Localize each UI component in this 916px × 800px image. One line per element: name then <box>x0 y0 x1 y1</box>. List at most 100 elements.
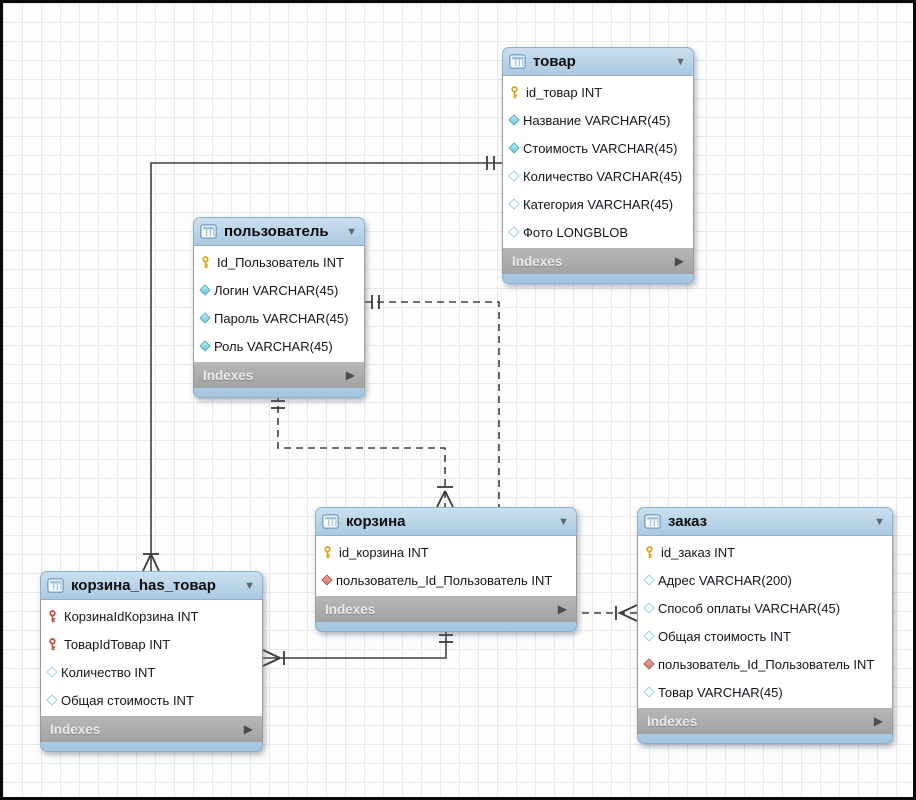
column-row[interactable]: КорзинаIdКорзина INT <box>41 602 262 630</box>
expand-arrow-icon[interactable]: ▶ <box>873 714 883 728</box>
table-korzina[interactable]: корзина ▼ id_корзина INT пользователь_Id_… <box>315 507 577 632</box>
table-icon <box>509 54 526 69</box>
table-bottom-strip <box>40 742 263 752</box>
table-header[interactable]: пользователь ▼ <box>193 217 365 246</box>
column-row[interactable]: Способ оплаты VARCHAR(45) <box>638 594 892 622</box>
primary-foreign-key-icon <box>46 637 59 651</box>
column-row[interactable]: Товар VARCHAR(45) <box>638 678 892 706</box>
table-bottom-strip <box>193 388 365 398</box>
nullable-diamond-icon <box>508 198 520 210</box>
column-row[interactable]: id_товар INT <box>503 78 693 106</box>
table-korzina-has-tovar[interactable]: корзина_has_товар ▼ КорзинаIdКорзина INT… <box>40 571 263 752</box>
table-header[interactable]: заказ ▼ <box>637 507 893 536</box>
column-text: пользователь_Id_Пользователь INT <box>336 572 553 588</box>
expand-arrow-icon[interactable]: ▶ <box>557 602 567 616</box>
indexes-footer[interactable]: Indexes ▶ <box>315 596 577 622</box>
indexes-label: Indexes <box>50 721 101 737</box>
column-row[interactable]: Роль VARCHAR(45) <box>194 332 364 360</box>
notnull-diamond-icon <box>508 114 520 126</box>
nullable-diamond-icon <box>46 666 58 678</box>
column-row[interactable]: ТоварIdТовар INT <box>41 630 262 658</box>
column-row[interactable]: Пароль VARCHAR(45) <box>194 304 364 332</box>
column-row[interactable]: Количество VARCHAR(45) <box>503 162 693 190</box>
notnull-diamond-icon <box>199 284 211 296</box>
nullable-diamond-icon <box>508 170 520 182</box>
relationship-tovar-korzina_has_tovar[interactable] <box>142 156 502 572</box>
relationship-wires <box>142 156 638 667</box>
column-row[interactable]: Id_Пользователь INT <box>194 248 364 276</box>
column-row[interactable]: Количество INT <box>41 658 262 686</box>
expand-arrow-icon[interactable]: ▶ <box>243 722 253 736</box>
column-row[interactable]: Логин VARCHAR(45) <box>194 276 364 304</box>
table-polzovatel[interactable]: пользователь ▼ Id_Пользователь INT Логин … <box>193 217 365 398</box>
table-tovar[interactable]: товар ▼ id_товар INT Название VARCHAR(45)… <box>502 47 694 284</box>
primary-key-icon <box>199 255 212 269</box>
relationship-korzina-korzina_has_tovar[interactable] <box>262 628 453 667</box>
column-text: Id_Пользователь INT <box>217 254 344 270</box>
table-icon <box>644 514 661 529</box>
nullable-diamond-icon <box>643 602 655 614</box>
expand-arrow-icon[interactable]: ▶ <box>674 254 684 268</box>
indexes-label: Indexes <box>647 713 698 729</box>
table-bottom-strip <box>502 274 694 284</box>
nullable-diamond-icon <box>643 574 655 586</box>
primary-key-icon <box>321 545 334 559</box>
column-text: Количество INT <box>61 664 156 680</box>
expand-arrow-icon[interactable]: ▶ <box>345 368 355 382</box>
column-text: ТоварIdТовар INT <box>64 636 171 652</box>
column-text: Категория VARCHAR(45) <box>523 196 674 212</box>
column-row[interactable]: Категория VARCHAR(45) <box>503 190 693 218</box>
column-row[interactable]: Название VARCHAR(45) <box>503 106 693 134</box>
column-row[interactable]: Общая стоимость INT <box>41 686 262 714</box>
column-row[interactable]: пользователь_Id_Пользователь INT <box>638 650 892 678</box>
table-icon <box>200 224 217 239</box>
indexes-footer[interactable]: Indexes ▶ <box>193 362 365 388</box>
table-title: корзина <box>346 513 406 530</box>
notnull-diamond-icon <box>199 340 211 352</box>
indexes-footer[interactable]: Indexes ▶ <box>40 716 263 742</box>
collapse-caret-icon[interactable]: ▼ <box>558 515 569 528</box>
nullable-diamond-icon <box>508 226 520 238</box>
column-text: Логин VARCHAR(45) <box>214 282 339 298</box>
table-title: пользователь <box>224 223 329 240</box>
table-title: товар <box>533 53 576 70</box>
table-bottom-strip <box>315 622 577 632</box>
column-text: Название VARCHAR(45) <box>523 112 671 128</box>
column-row[interactable]: Стоимость VARCHAR(45) <box>503 134 693 162</box>
column-row[interactable]: id_корзина INT <box>316 538 576 566</box>
column-text: Способ оплаты VARCHAR(45) <box>658 600 841 616</box>
collapse-caret-icon[interactable]: ▼ <box>874 515 885 528</box>
collapse-caret-icon[interactable]: ▼ <box>244 579 255 592</box>
indexes-footer[interactable]: Indexes ▶ <box>502 248 694 274</box>
column-row[interactable]: Адрес VARCHAR(200) <box>638 566 892 594</box>
column-text: id_товар INT <box>526 84 603 100</box>
relationship-polzovatel-zakaz[interactable] <box>365 295 638 622</box>
primary-key-icon <box>643 545 656 559</box>
indexes-footer[interactable]: Indexes ▶ <box>637 708 893 734</box>
column-row[interactable]: id_заказ INT <box>638 538 892 566</box>
table-header[interactable]: корзина_has_товар ▼ <box>40 571 263 600</box>
column-text: Товар VARCHAR(45) <box>658 684 783 700</box>
column-text: Роль VARCHAR(45) <box>214 338 333 354</box>
column-row[interactable]: Фото LONGBLOB <box>503 218 693 246</box>
primary-key-icon <box>508 85 521 99</box>
table-header[interactable]: корзина ▼ <box>315 507 577 536</box>
nullable-diamond-icon <box>46 694 58 706</box>
table-icon <box>322 514 339 529</box>
notnull-diamond-icon <box>199 312 211 324</box>
column-text: Пароль VARCHAR(45) <box>214 310 349 326</box>
collapse-caret-icon[interactable]: ▼ <box>346 225 357 238</box>
collapse-caret-icon[interactable]: ▼ <box>675 55 686 68</box>
column-text: Общая стоимость INT <box>658 628 791 644</box>
column-row[interactable]: пользователь_Id_Пользователь INT <box>316 566 576 594</box>
column-row[interactable]: Общая стоимость INT <box>638 622 892 650</box>
indexes-label: Indexes <box>203 367 254 383</box>
fk-diamond-icon <box>643 658 655 670</box>
indexes-label: Indexes <box>325 601 376 617</box>
relationship-polzovatel-korzina[interactable] <box>271 394 454 508</box>
primary-foreign-key-icon <box>46 609 59 623</box>
column-text: КорзинаIdКорзина INT <box>64 608 199 624</box>
table-header[interactable]: товар ▼ <box>502 47 694 76</box>
